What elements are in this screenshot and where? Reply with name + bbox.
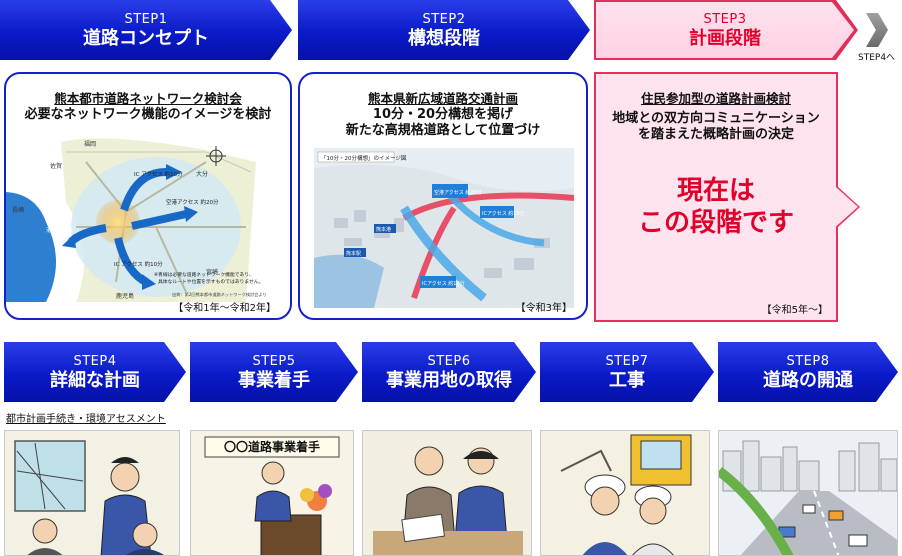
panel3-period: 【令和5年～】 (761, 305, 828, 316)
next-step-chevron-icon (866, 13, 888, 47)
step6-number: STEP6 (427, 353, 471, 369)
step2-title: 構想段階 (408, 27, 480, 49)
step6-title: 事業用地の取得 (386, 369, 512, 391)
map-place-label: 鹿児島 (116, 292, 134, 300)
panel1-title: 熊本都市道路ネットワーク検討会 (54, 91, 242, 106)
map-arrow-label: IC アクセス 約10分 (134, 170, 183, 178)
illustration-detailed-planning (4, 430, 180, 556)
concept-label: ICアクセス 約10分 (482, 210, 525, 217)
step4-arrow: STEP4 詳細な計画 (4, 342, 186, 402)
panel3-description-line2: を踏まえた概略計画の決定 (637, 127, 794, 142)
next-step-label: STEP4へ (858, 53, 896, 63)
map-arrow-label: 港アクセス (46, 226, 73, 234)
panel1-description: 必要なネットワーク機能のイメージを検討 (24, 107, 272, 122)
step4-sublabel: 都市計画手続き・環境アセスメント (6, 414, 166, 425)
step3-arrow: STEP3 計画段階 (596, 2, 854, 58)
ten-twenty-minute-concept-illustration: 「10分・20分構想」のイメージ図 空港アクセス 約20分 ICアクセス 約10… (314, 148, 574, 308)
panel3-title: 住民参加型の道路計画検討 (640, 91, 791, 106)
step4-number: STEP4 (73, 353, 117, 369)
map-arrow-label: IC アクセス 約10分 (114, 260, 163, 268)
project-start-sign: 〇〇道路事業着手 (223, 440, 320, 454)
illustration-construction (540, 430, 710, 556)
map-place-label: 大分 (196, 170, 208, 178)
step2-number: STEP2 (422, 11, 466, 27)
concept-image-caption: 「10分・20分構想」のイメージ図 (321, 154, 407, 162)
step8-title: 道路の開通 (763, 369, 853, 391)
panel1-period: 【令和1年～令和2年】 (173, 303, 276, 314)
network-map-illustration: 福岡 佐賀 大分 長崎 宮崎 鹿児島 IC アクセス 約10分 空港アクセス 約… (6, 138, 267, 302)
step7-arrow: STEP7 工事 (540, 342, 714, 402)
step2-arrow: STEP2 構想段階 (298, 0, 590, 60)
illustration-road-opening (718, 430, 898, 556)
panel2-description-line2: 新たな高規格道路として位置づけ (345, 123, 541, 138)
panel2-title: 熊本県新広域道路交通計画 (367, 91, 518, 106)
map-place-label: 福岡 (84, 140, 96, 148)
panel2-period: 【令和3年】 (515, 303, 572, 314)
map-source: 出典：第2回熊本都市道路ネットワーク検討会より (172, 291, 267, 298)
step3-number: STEP3 (703, 11, 747, 27)
step7-title: 工事 (609, 369, 645, 391)
step1-number: STEP1 (124, 11, 168, 27)
map-note: ※青線は必要な道路ネットワーク機能であり、 (154, 271, 254, 278)
step5-arrow: STEP5 事業着手 (190, 342, 358, 402)
illustration-project-start: 〇〇道路事業着手 (190, 430, 354, 556)
panel-network-study: 熊本都市道路ネットワーク検討会 必要なネットワーク機能のイメージを検討 (4, 72, 292, 320)
step8-arrow: STEP8 道路の開通 (718, 342, 898, 402)
current-stage-highlight-line1: 現在は (676, 176, 755, 206)
map-note: 具体なルートや位置を示すものではありません。 (158, 278, 263, 285)
step7-number: STEP7 (605, 353, 649, 369)
step1-title: 道路コンセプト (83, 27, 209, 49)
illustration-land-acquisition (362, 430, 532, 556)
map-place-label: 宮崎 (206, 268, 218, 276)
step8-number: STEP8 (786, 353, 830, 369)
concept-label: 熊本駅 (346, 250, 361, 257)
step5-title: 事業着手 (238, 369, 310, 391)
step1-arrow: STEP1 道路コンセプト (0, 0, 292, 60)
step5-number: STEP5 (252, 353, 296, 369)
concept-label: 熊本港 (376, 226, 391, 233)
panel3-description-line1: 地域との双方向コミュニケーション (612, 111, 820, 126)
step6-arrow: STEP6 事業用地の取得 (362, 342, 536, 402)
concept-label: ICアクセス 約10分 (422, 280, 465, 287)
concept-label: 空港アクセス 約20分 (434, 189, 482, 196)
map-arrow-label: 空港アクセス 約20分 (166, 198, 219, 206)
map-place-label: 長崎 (12, 206, 24, 214)
panel-resident-participation: 住民参加型の道路計画検討 地域との双方向コミュニケーション を踏まえた概略計画の… (596, 74, 858, 320)
panel2-description-line1: 10分・20分構想を掲げ (372, 107, 514, 122)
panel-regional-road-plan: 熊本県新広域道路交通計画 10分・20分構想を掲げ 新たな高規格道路として位置づ… (298, 72, 588, 320)
step3-title: 計画段階 (689, 27, 761, 49)
current-stage-highlight-line2: この段階です (637, 208, 794, 238)
map-place-label: 佐賀 (50, 162, 62, 170)
step4-title: 詳細な計画 (50, 369, 140, 391)
